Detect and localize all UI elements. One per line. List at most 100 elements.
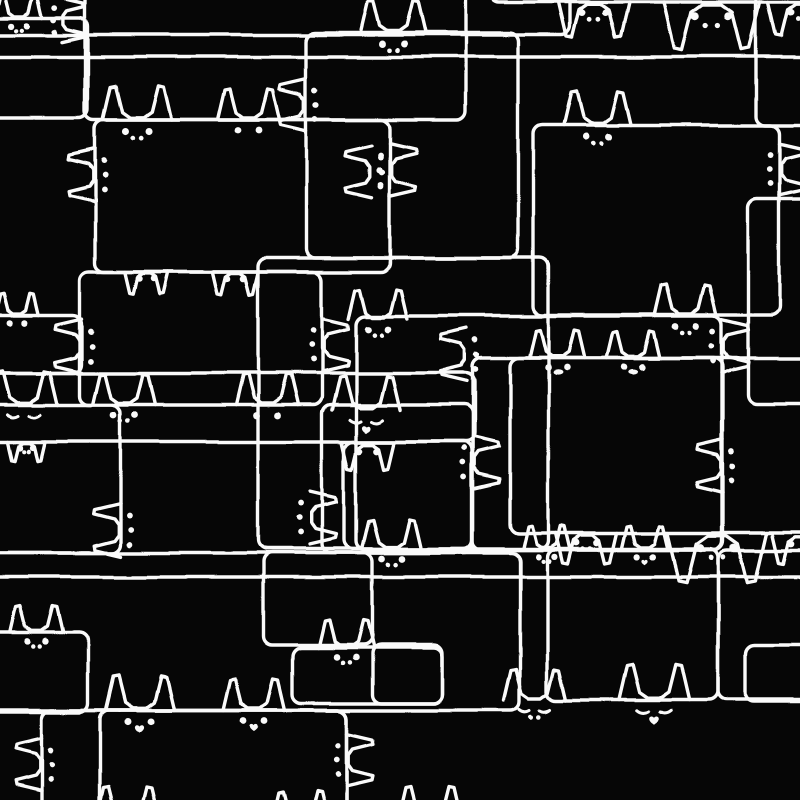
cat-side-dot (765, 167, 772, 173)
cat-side-dot (127, 527, 134, 533)
cat-ears-left (92, 501, 122, 559)
cat-eye-dot (384, 325, 392, 333)
cat-eye-dot (693, 323, 700, 330)
cat-ears-right (777, 142, 800, 198)
cat-eye-dot (29, 444, 36, 451)
cat-side-dot (461, 474, 467, 481)
cat-eye-dot (333, 654, 340, 661)
cat-body-outline (291, 646, 445, 705)
cat-nose-dot (21, 449, 26, 454)
cat-eye-dot (373, 447, 381, 455)
cat-ears-up (101, 84, 173, 122)
cat-nose-heart (135, 725, 145, 734)
cat-body-outline (342, 440, 474, 551)
cat-ears-up (346, 287, 410, 321)
cat-nose-heart (361, 425, 371, 434)
cat-side-dot (49, 762, 56, 768)
cat-body-outline (0, 575, 800, 579)
cat-ears-down (210, 270, 260, 297)
cat-nose-dot (595, 17, 601, 23)
cat-body-outline (746, 198, 800, 406)
cat-nose-dot (13, 28, 19, 33)
cat-eye-dot (400, 40, 408, 48)
cat-ears-down (553, 531, 619, 566)
cat-eye-dot (148, 718, 156, 726)
cat-side-dot (378, 152, 384, 159)
cat-ears-left (438, 326, 469, 384)
cat-side-dot (313, 102, 320, 108)
cat-ears-down (339, 441, 397, 472)
cat-eye-dot (724, 12, 733, 21)
cat-eye-dot (729, 544, 738, 553)
cat-eye-dot (638, 363, 646, 371)
cat-side-dot (730, 463, 737, 469)
cat-eye-dash (369, 418, 385, 424)
cat-nose-dot (687, 330, 693, 335)
cat-side-dot (298, 500, 304, 507)
cat-ears-down (665, 531, 769, 585)
cat-eye-dot (110, 412, 117, 419)
cat-side-dot (48, 747, 54, 754)
cat-nose-dot (679, 330, 685, 335)
cat-nose-oval (628, 369, 638, 375)
cat-body-outline (0, 0, 572, 37)
cat-side-dot (310, 327, 316, 334)
cat-side-dot (729, 448, 735, 455)
cat-ears-left (343, 144, 374, 200)
cat-eye-dot (235, 127, 242, 134)
cat-ears-up (502, 667, 568, 702)
cat-eye-dot (6, 320, 13, 327)
cat-body-outline (545, 547, 720, 702)
cat-eye-dot (620, 363, 628, 371)
cat-body-outline (0, 630, 90, 714)
cat-eye-dot (7, 22, 15, 30)
cat-eye-dot (397, 555, 405, 563)
cat-ears-left (54, 317, 84, 375)
cat-eye-dot (261, 717, 268, 724)
cat-eye-dot (23, 22, 31, 30)
cat-ears-up (0, 292, 41, 318)
cat-eye-dot (633, 553, 641, 561)
cat-eye-dot (240, 717, 247, 724)
cat-eye-dot (24, 637, 32, 645)
cat-eye-dot (563, 364, 570, 371)
cat-nose-dot (130, 135, 136, 141)
cat-ears-up (99, 785, 157, 800)
cat-eye-dot (16, 444, 23, 451)
cat-ears-up (620, 524, 670, 551)
cat-eye-dot (787, 541, 794, 548)
cat-eye-dot (544, 364, 551, 371)
cat-side-dot (376, 167, 383, 173)
cat-nose-heart (249, 723, 259, 732)
cat-eye-dot (605, 133, 613, 141)
cat-nose-dot (540, 559, 546, 564)
cat-ears-up (275, 790, 325, 800)
cat-eye-dot (253, 412, 260, 419)
cat-side-dot (312, 87, 318, 94)
cat-side-dot (335, 742, 341, 749)
cat-eye-dot (145, 128, 153, 136)
cat-eye-dash (635, 708, 650, 715)
cat-nose-dot (125, 419, 131, 424)
cat-eye-dot (581, 133, 589, 141)
cat-side-dot (48, 776, 54, 783)
cat-ears-right (308, 489, 339, 547)
cat-nose-dot (720, 555, 726, 561)
cat-nose-dot (138, 135, 144, 141)
cat-eye-dot (534, 553, 542, 561)
cat-ears-up (234, 372, 300, 407)
cat-ears-left (14, 736, 44, 794)
cat-side-dot (51, 5, 58, 11)
cat-eye-dot (550, 553, 558, 561)
cat-nose-dot (386, 47, 392, 53)
cat-ears-up (0, 0, 44, 20)
cat-eye-dot (21, 320, 28, 327)
cat-body-outline (0, 55, 800, 59)
cat-ears-up (616, 662, 692, 702)
cat-ears-up (653, 283, 719, 318)
cat-side-dot (50, 17, 57, 23)
cat-nose-dot (579, 546, 585, 551)
cat-ears-left (694, 437, 725, 495)
